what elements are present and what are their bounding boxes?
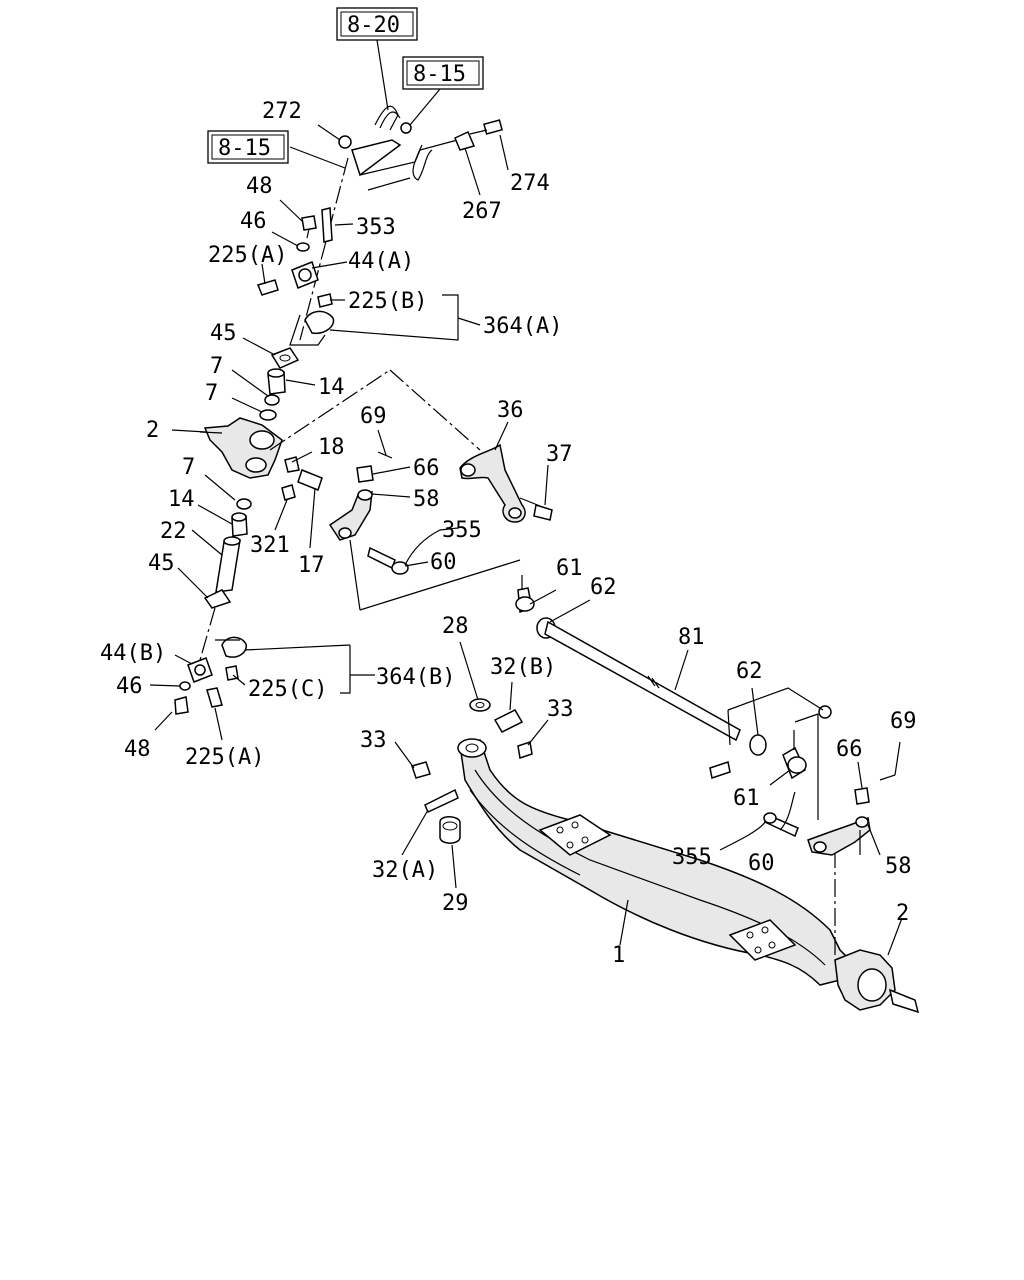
label-14-upper[interactable]: 14	[318, 375, 345, 400]
label-14-lower[interactable]: 14	[168, 487, 195, 512]
label-7-c[interactable]: 7	[182, 455, 195, 480]
reference-box-8-20[interactable]: 8-20	[336, 7, 418, 41]
label-37[interactable]: 37	[546, 442, 573, 467]
label-225b[interactable]: 225(B)	[348, 289, 427, 314]
label-267[interactable]: 267	[462, 199, 502, 224]
label-33-left[interactable]: 33	[360, 728, 387, 753]
label-66-left[interactable]: 66	[413, 456, 440, 481]
label-44a[interactable]: 44(A)	[348, 249, 414, 274]
label-69-right[interactable]: 69	[890, 709, 917, 734]
label-225a-upper[interactable]: 225(A)	[208, 243, 287, 268]
label-32a[interactable]: 32(A)	[372, 858, 438, 883]
label-46-lower[interactable]: 46	[116, 674, 143, 699]
label-62-left[interactable]: 62	[590, 575, 617, 600]
reference-box-8-15-top[interactable]: 8-15	[402, 56, 484, 90]
label-61-right[interactable]: 61	[733, 786, 760, 811]
label-48-upper[interactable]: 48	[246, 174, 273, 199]
callout-labels: 272 274 267 48 46 353 225(A) 44(A) 225(B…	[100, 99, 917, 968]
label-355-right[interactable]: 355	[672, 845, 712, 870]
label-2-right[interactable]: 2	[896, 901, 909, 926]
lower-kingpin-stack	[174, 498, 252, 715]
label-62-right[interactable]: 62	[736, 659, 763, 684]
reference-label: 8-20	[347, 13, 400, 38]
label-225a-lower[interactable]: 225(A)	[185, 745, 264, 770]
label-7-a[interactable]: 7	[210, 354, 223, 379]
label-61-left[interactable]: 61	[556, 556, 583, 581]
label-7-b[interactable]: 7	[205, 381, 218, 406]
label-274[interactable]: 274	[510, 171, 550, 196]
axle-beam	[411, 698, 851, 986]
reference-label: 8-15	[218, 136, 271, 161]
label-32b[interactable]: 32(B)	[490, 655, 556, 680]
label-60-left[interactable]: 60	[430, 550, 457, 575]
label-66-right[interactable]: 66	[836, 737, 863, 762]
label-58-left[interactable]: 58	[413, 487, 440, 512]
steering-arm	[459, 443, 553, 523]
reference-box-8-15-left[interactable]: 8-15	[207, 130, 289, 164]
label-272[interactable]: 272	[262, 99, 302, 124]
label-36[interactable]: 36	[497, 398, 524, 423]
tie-rod	[515, 575, 832, 820]
label-2-left[interactable]: 2	[146, 418, 159, 443]
label-22[interactable]: 22	[160, 519, 187, 544]
label-364a[interactable]: 364(A)	[483, 314, 562, 339]
upper-kingpin-stack	[256, 157, 349, 421]
label-45-lower[interactable]: 45	[148, 551, 175, 576]
label-58-right[interactable]: 58	[885, 854, 912, 879]
label-28[interactable]: 28	[442, 614, 469, 639]
label-1[interactable]: 1	[612, 943, 625, 968]
label-225c[interactable]: 225(C)	[248, 677, 327, 702]
label-45-upper[interactable]: 45	[210, 321, 237, 346]
label-44b[interactable]: 44(B)	[100, 641, 166, 666]
label-29[interactable]: 29	[442, 891, 469, 916]
label-33-right[interactable]: 33	[547, 697, 574, 722]
label-353[interactable]: 353	[356, 215, 396, 240]
label-17[interactable]: 17	[298, 553, 325, 578]
reference-label: 8-15	[413, 62, 466, 87]
label-69-left[interactable]: 69	[360, 404, 387, 429]
right-steering-knuckle	[763, 774, 920, 1014]
label-364b[interactable]: 364(B)	[376, 665, 455, 690]
label-81[interactable]: 81	[678, 625, 705, 650]
leader-lines	[149, 39, 903, 956]
tie-rod-arm-left	[281, 451, 521, 611]
hose-bracket-assembly	[338, 105, 503, 191]
left-steering-knuckle	[199, 369, 481, 479]
label-321[interactable]: 321	[250, 533, 290, 558]
label-18[interactable]: 18	[318, 435, 345, 460]
label-60-right[interactable]: 60	[748, 851, 775, 876]
label-46-upper[interactable]: 46	[240, 209, 267, 234]
label-48-lower[interactable]: 48	[124, 737, 151, 762]
label-355-left[interactable]: 355	[442, 518, 482, 543]
